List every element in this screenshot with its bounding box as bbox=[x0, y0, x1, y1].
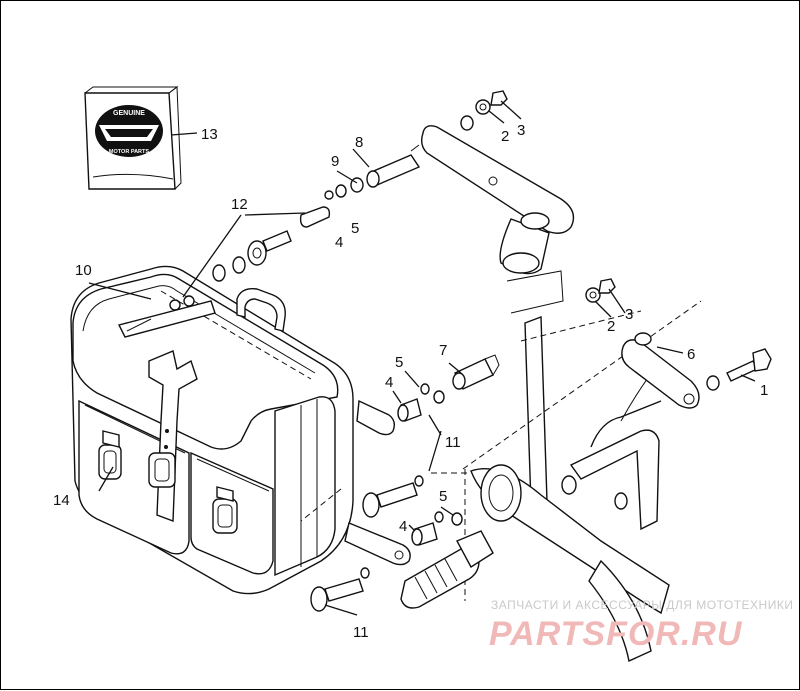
leader-lines bbox=[88, 100, 756, 616]
mount-hardware-upper bbox=[212, 144, 421, 282]
callout-6: 6 bbox=[687, 346, 695, 363]
callout-4-middle: 4 bbox=[385, 374, 393, 391]
callout-labels: 1 2 3 2 3 4 4 4 5 5 5 6 7 8 9 10 11 11 1… bbox=[53, 122, 768, 641]
spacer-item7 bbox=[452, 354, 500, 390]
callout-4-upper: 4 bbox=[335, 234, 343, 251]
watermark-tagline: ЗАПЧАСТИ И АКСЕССУАРЫ ДЛЯ МОТОТЕХНИКИ bbox=[491, 598, 793, 612]
callout-5-middle: 5 bbox=[395, 354, 403, 371]
watermark-brand: PARTSFOR.RU bbox=[489, 615, 743, 653]
callout-4-lower: 4 bbox=[399, 518, 407, 535]
rear-bracket bbox=[621, 332, 700, 409]
footpeg bbox=[400, 530, 494, 609]
frame-dashed-outline bbox=[300, 300, 702, 601]
lower-mount-bracket bbox=[344, 399, 411, 566]
callout-7: 7 bbox=[439, 342, 447, 359]
nut-washer-stack-2 bbox=[585, 278, 616, 303]
callout-13: 13 bbox=[201, 126, 218, 143]
lower-spacers bbox=[411, 511, 463, 546]
callout-11-lower: 11 bbox=[353, 624, 369, 641]
lower-bolt-upper bbox=[362, 475, 424, 518]
logo-top-text: GENUINE bbox=[113, 110, 145, 117]
saddlebag bbox=[70, 265, 354, 595]
callout-9: 9 bbox=[331, 153, 339, 170]
spacer-washer-item4-5 bbox=[397, 383, 445, 422]
callout-2-upper: 2 bbox=[501, 128, 509, 145]
callout-3-upper: 3 bbox=[517, 122, 525, 139]
callout-8: 8 bbox=[355, 134, 363, 151]
lower-bolt-lower bbox=[310, 567, 370, 612]
callout-14: 14 bbox=[53, 492, 70, 509]
callout-11-upper: 11 bbox=[445, 434, 461, 451]
watermark: ЗАПЧАСТИ И АКСЕССУАРЫ ДЛЯ МОТОТЕХНИКИ PA… bbox=[489, 598, 793, 653]
callout-10: 10 bbox=[75, 262, 92, 279]
genuine-parts-kit-box: GENUINE MOTOR PARTS bbox=[84, 86, 182, 190]
callout-1: 1 bbox=[760, 382, 768, 399]
callout-3-lower: 3 bbox=[625, 306, 633, 323]
frame-tubes bbox=[470, 270, 670, 663]
callout-5-upper: 5 bbox=[351, 220, 359, 237]
logo-bottom-text: MOTOR PARTS bbox=[109, 149, 149, 155]
callout-5-lower: 5 bbox=[439, 488, 447, 505]
callout-12: 12 bbox=[231, 196, 248, 213]
upper-mount-bracket bbox=[420, 125, 575, 275]
upper-nut-washer-stack bbox=[460, 90, 508, 131]
callout-2-lower: 2 bbox=[607, 318, 615, 335]
bolt-item1 bbox=[706, 348, 772, 391]
